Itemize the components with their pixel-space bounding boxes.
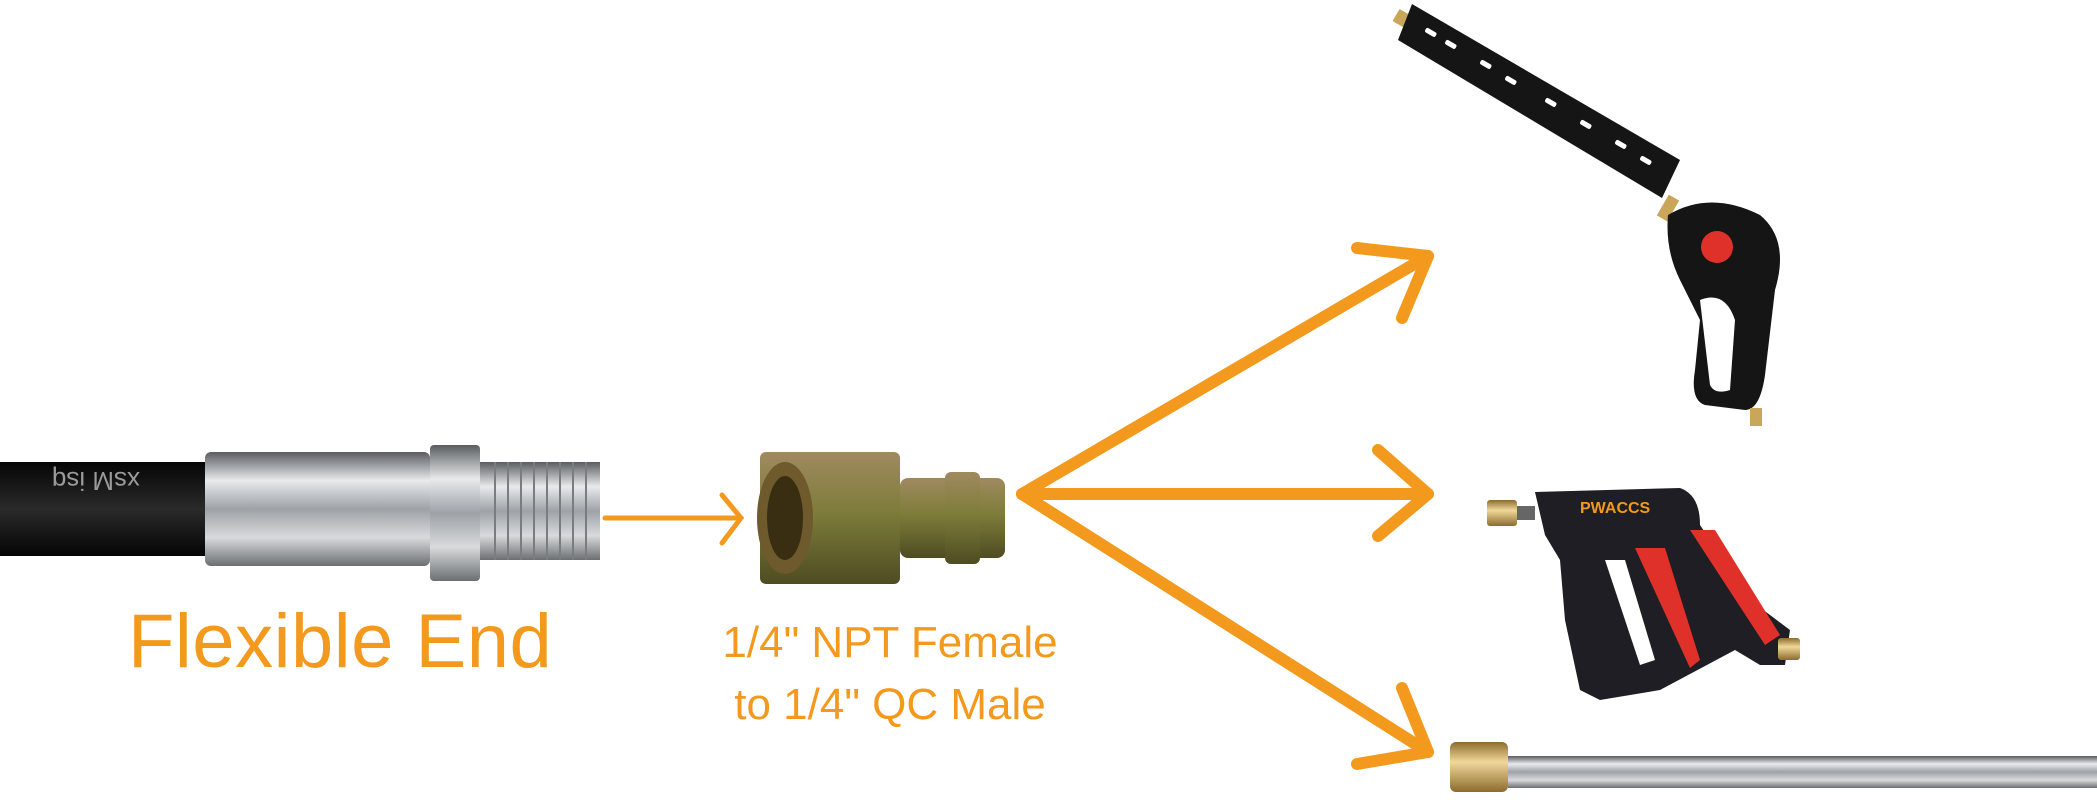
spray-gun-extension-icon <box>1392 4 1780 426</box>
short-gun-brand-label: PWACCS <box>1580 500 1651 517</box>
branch-arrows-icon <box>1016 242 1434 770</box>
adapter-fitting-icon <box>757 452 1005 584</box>
hose-icon: xsM isq <box>0 445 600 581</box>
adapter-label: 1/4" NPT Female to 1/4" QC Male <box>690 612 1090 736</box>
short-spray-gun-icon <box>1487 488 1800 700</box>
flexible-end-label: Flexible End <box>128 599 553 684</box>
adapter-label-line1: 1/4" NPT Female <box>722 618 1058 667</box>
adapter-label-line2: to 1/4" QC Male <box>734 680 1046 729</box>
arrow-right-icon <box>602 492 745 546</box>
wand-icon <box>1450 742 2097 792</box>
svg-text:xsM isq: xsM isq <box>52 466 140 496</box>
